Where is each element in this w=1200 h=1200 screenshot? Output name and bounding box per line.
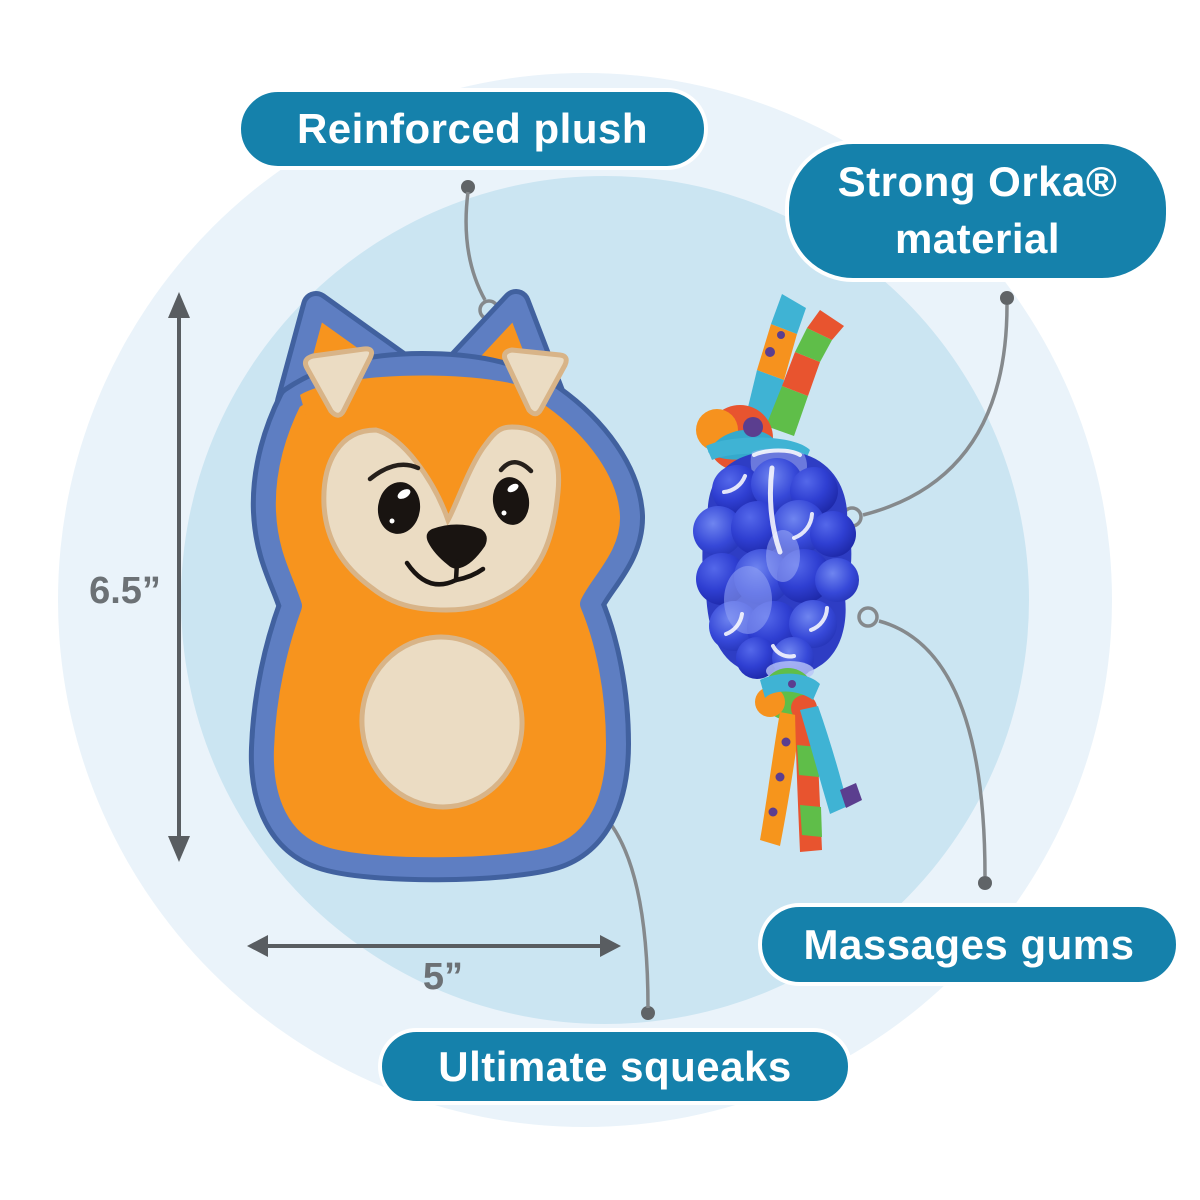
callout-label: Strong Orka® material	[837, 158, 1118, 262]
fox-left-inner-ear	[303, 346, 374, 418]
fox-plush-toy	[248, 289, 645, 883]
fox-mouth	[404, 559, 486, 587]
bottom-tails	[760, 706, 862, 852]
fox-right-inner-ear	[502, 347, 569, 417]
callout-label: Ultimate squeaks	[438, 1042, 792, 1090]
callout-ultimate-squeaks: Ultimate squeaks	[378, 1028, 852, 1105]
height-measurement-label: 6.5”	[89, 570, 161, 612]
width-dimension-line	[247, 935, 621, 957]
callout-strong-orka: Strong Orka® material	[785, 140, 1170, 282]
fox-eyes	[377, 477, 530, 534]
connector-massages-gums	[857, 606, 992, 890]
top-ribbons	[742, 294, 844, 442]
fox-nose	[426, 524, 487, 569]
height-dimension-line	[168, 292, 190, 862]
callout-label: Massages gums	[803, 920, 1135, 968]
callout-reinforced-plush: Reinforced plush	[237, 88, 708, 170]
fox-brows	[367, 460, 534, 482]
callout-massages-gums: Massages gums	[758, 903, 1180, 986]
width-measurement-label: 5”	[422, 956, 464, 998]
orka-blue-body	[693, 448, 859, 681]
callout-label: Reinforced plush	[296, 105, 649, 152]
orka-chew-toy	[693, 294, 862, 852]
fox-belly-patch	[359, 634, 525, 810]
